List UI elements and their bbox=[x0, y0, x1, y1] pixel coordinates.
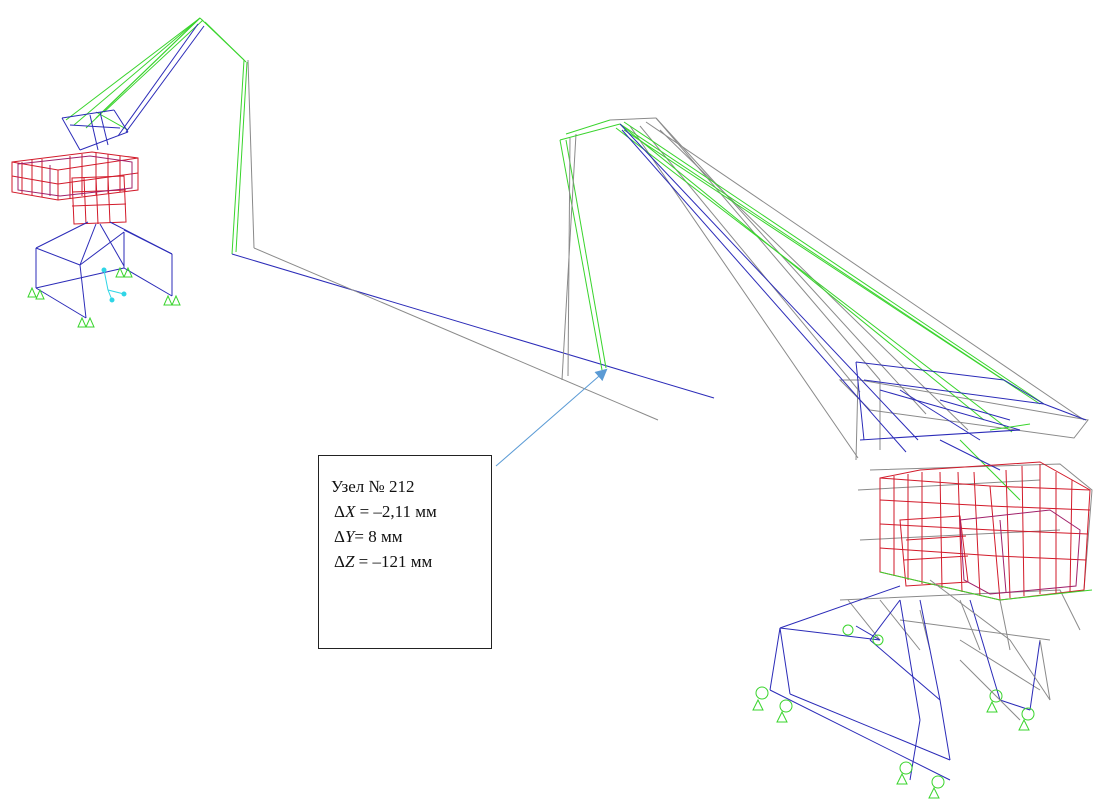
callout-title: Узел № 212 bbox=[331, 477, 415, 496]
boom-deformation-lines bbox=[231, 59, 715, 421]
small-crane-jib-stays bbox=[65, 17, 248, 255]
small-crane-portal bbox=[35, 221, 173, 319]
dz-delta-symbol: Δ bbox=[334, 552, 345, 571]
coordinate-axis-triad bbox=[101, 267, 127, 303]
large-crane-jib-stays bbox=[615, 121, 1045, 501]
large-crane-model bbox=[615, 117, 1093, 799]
small-crane-model bbox=[11, 17, 248, 328]
large-crane-portal bbox=[769, 585, 1041, 781]
callout-pointer-arrow bbox=[495, 368, 608, 467]
dy-delta-symbol: Δ bbox=[334, 527, 345, 546]
dx-delta-symbol: Δ bbox=[334, 502, 345, 521]
small-crane-house-frame bbox=[17, 155, 133, 197]
dx-value: = –2,11 мм bbox=[355, 502, 437, 521]
node-displacement-callout: Узел № 212 ΔX = –2,11 мм ΔY= 8 мм ΔZ = –… bbox=[318, 455, 492, 649]
small-crane-supports bbox=[27, 266, 181, 328]
callout-dz: ΔZ = –121 мм bbox=[331, 549, 491, 574]
large-crane-jib bbox=[619, 123, 1087, 471]
large-crane-house-frame bbox=[959, 509, 1081, 595]
large-crane-supports bbox=[752, 624, 1035, 799]
callout-dy: ΔY= 8 мм bbox=[331, 524, 491, 549]
large-crane-undeformed-jib bbox=[629, 117, 1093, 691]
large-crane-undeformed-portal bbox=[929, 579, 1051, 721]
large-crane-house-highlights bbox=[879, 423, 1093, 601]
dz-axis-label: Z bbox=[344, 552, 355, 571]
small-crane-machine-house bbox=[11, 151, 139, 225]
dy-value: = 8 мм bbox=[354, 527, 403, 546]
dx-axis-label: X bbox=[344, 502, 356, 521]
deformed-boom-line bbox=[231, 253, 715, 399]
small-crane-jib bbox=[61, 23, 205, 151]
large-crane-machine-house bbox=[879, 461, 1091, 601]
callout-dx: ΔX = –2,11 мм bbox=[331, 499, 491, 524]
undeformed-boom-line bbox=[253, 247, 659, 421]
dz-value: = –121 мм bbox=[354, 552, 433, 571]
dy-axis-label: Y bbox=[344, 527, 355, 546]
